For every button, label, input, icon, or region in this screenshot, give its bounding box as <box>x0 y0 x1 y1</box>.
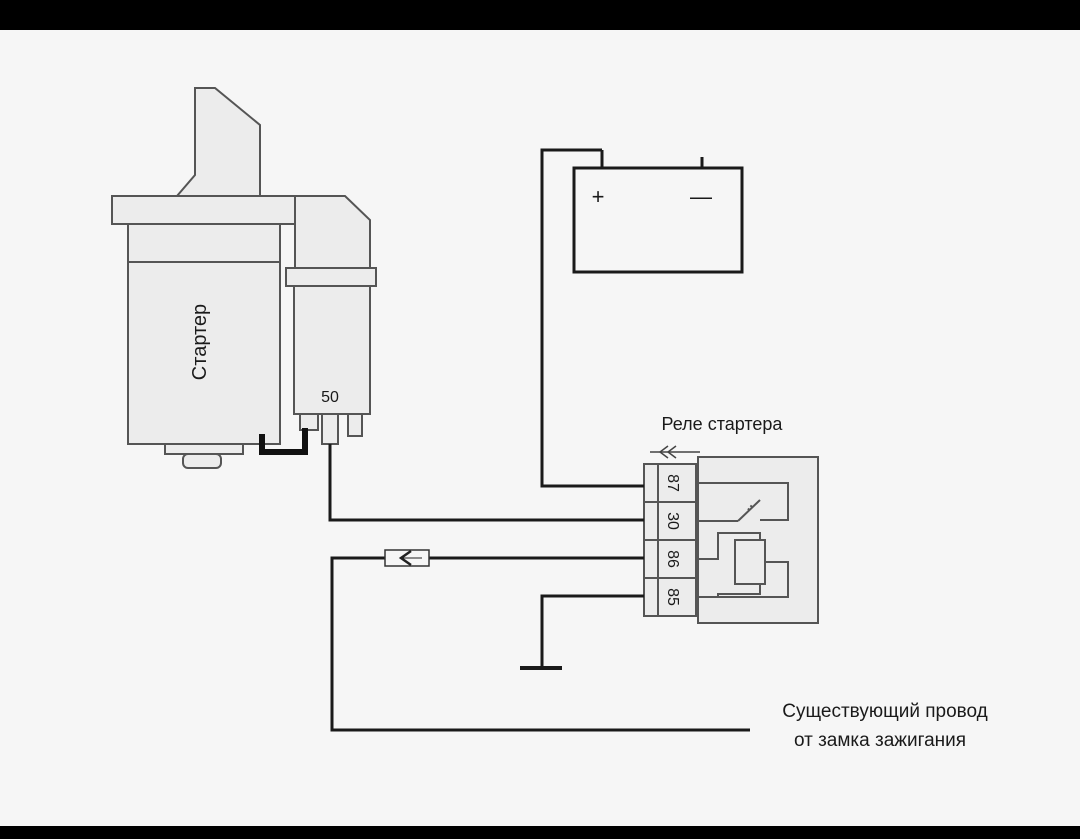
solenoid-terminal-50 <box>321 413 339 445</box>
relay-pin-86-label: 86 <box>664 550 681 568</box>
starter-label: Стартер <box>189 304 211 380</box>
starter-shaft-base <box>164 443 244 455</box>
wire-battery-to-87 <box>540 148 644 488</box>
relay-coil <box>734 539 766 585</box>
top-frame-bar <box>0 0 1080 30</box>
solenoid-terminal-right <box>347 413 363 437</box>
solenoid-head <box>294 195 371 269</box>
wire-85-to-ground <box>540 594 644 668</box>
starter-motor <box>111 87 331 469</box>
solenoid-terminal-label: 50 <box>321 389 339 406</box>
bottom-frame-bar <box>0 826 1080 839</box>
solenoid-jumper-wire <box>259 428 308 455</box>
ignition-wire-label-line2: от замка зажигания <box>794 730 966 751</box>
relay-title: Реле стартера <box>662 414 784 434</box>
battery-minus-sign: — <box>690 184 712 209</box>
wire-ignition-to-86 <box>330 556 750 732</box>
relay-connector-symbol <box>650 445 700 459</box>
wires <box>328 148 750 732</box>
solenoid-body <box>293 285 371 415</box>
ignition-wire-label-line1: Существующий провод <box>782 701 988 722</box>
wire-50-to-30 <box>328 444 644 522</box>
relay-pin-87-label: 87 <box>664 474 681 492</box>
solenoid-terminal-left <box>299 413 319 431</box>
battery <box>572 150 744 274</box>
relay-pin-87 <box>643 463 697 503</box>
relay-pin-30-label: 30 <box>664 512 681 530</box>
battery-plus-sign: + <box>592 184 605 209</box>
inline-connector <box>384 549 430 567</box>
relay-pin-85-label: 85 <box>664 588 681 606</box>
wiring-diagram: 50 Стартер + — Реле стартера <box>111 87 988 751</box>
relay-internal-circuit <box>696 482 789 598</box>
starter-flange <box>174 87 261 197</box>
solenoid-ring <box>285 267 377 287</box>
battery-case <box>572 166 744 274</box>
solenoid <box>285 195 377 445</box>
diagram-canvas: 50 Стартер + — Реле стартера <box>0 30 1080 826</box>
starter-shaft-end <box>182 453 222 469</box>
